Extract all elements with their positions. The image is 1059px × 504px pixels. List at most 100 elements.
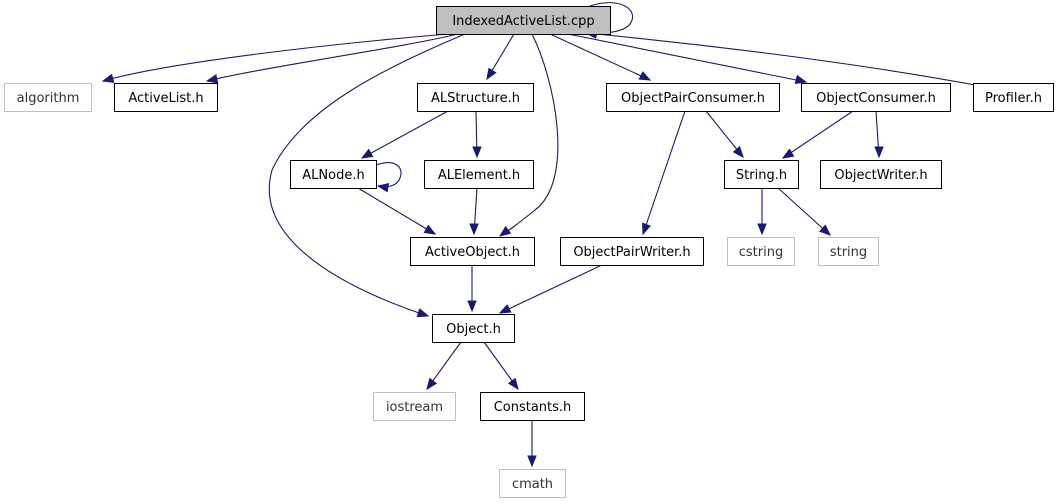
node-box <box>410 237 535 266</box>
edge-line <box>499 33 559 237</box>
node-label: ActiveObject.h <box>425 245 520 260</box>
node-label: ALElement.h <box>438 168 520 183</box>
edge-line <box>777 187 831 236</box>
node-algorithm: algorithm <box>4 83 92 112</box>
node-root[interactable]: IndexedActiveList.cpp <box>436 6 611 35</box>
node-label: algorithm <box>17 91 80 106</box>
edge-object-to-constants <box>483 341 519 391</box>
edge-line <box>206 33 459 82</box>
node-box <box>4 83 92 112</box>
edge-objectpairwriter-to-object <box>498 264 603 314</box>
edge-arrowhead <box>732 145 744 159</box>
node-box <box>436 6 611 35</box>
node-constants[interactable]: Constants.h <box>480 392 585 421</box>
edge-object-to-iostream <box>426 341 462 391</box>
nodes-layer: IndexedActiveList.cpp algorithm ActiveList… <box>4 6 1054 498</box>
edge-arrowhead <box>507 377 519 391</box>
edge-arrowhead <box>757 223 767 236</box>
edge-constants-to-cmath <box>527 420 537 468</box>
edge-line <box>549 33 651 81</box>
node-label: iostream <box>386 400 443 415</box>
edge-arrowhead <box>467 300 477 313</box>
node-box <box>727 237 795 266</box>
node-box <box>973 83 1054 112</box>
edge-arrowhead <box>874 146 884 159</box>
node-activelist[interactable]: ActiveList.h <box>114 83 218 112</box>
node-label: cmath <box>512 477 553 492</box>
node-box <box>290 160 377 189</box>
edges-layer <box>101 2 976 468</box>
node-label: ObjectPairWriter.h <box>573 245 690 260</box>
edge-arrowhead <box>472 146 482 159</box>
edge-arrowhead <box>527 455 537 468</box>
node-activeobject[interactable]: ActiveObject.h <box>410 237 535 266</box>
edge-root-to-object <box>268 33 466 318</box>
edge-arrowhead <box>486 67 497 81</box>
edge-string_h-to-string_std <box>777 187 831 236</box>
edge-root-to-alstructure <box>486 33 515 81</box>
node-label: ObjectPairConsumer.h <box>621 91 765 106</box>
edge-arrowhead <box>819 224 831 236</box>
edge-arrowhead <box>642 222 651 236</box>
node-alnode[interactable]: ALNode.h <box>290 160 377 189</box>
node-label: ALNode.h <box>302 168 364 183</box>
edge-activeobject-to-object <box>467 265 477 313</box>
edge-root-to-objectconsumer <box>567 33 808 85</box>
node-label: ObjectWriter.h <box>834 168 927 183</box>
edge-arrowhead <box>781 148 795 159</box>
edge-string_h-to-cstring <box>757 188 767 236</box>
node-box <box>432 314 515 343</box>
node-objectconsumer[interactable]: ObjectConsumer.h <box>801 83 951 112</box>
edge-root-to-algorithm <box>101 33 449 83</box>
edge-arrowhead <box>498 225 512 237</box>
edge-arrowhead <box>794 74 808 85</box>
edge-alstructure-to-alnode <box>360 110 449 159</box>
node-profiler[interactable]: Profiler.h <box>973 83 1054 112</box>
node-cstring: cstring <box>727 237 795 266</box>
node-alstructure[interactable]: ALStructure.h <box>417 83 534 112</box>
edge-line <box>642 110 686 235</box>
edge-root-to-activelist <box>205 33 459 84</box>
edge-arrowhead <box>376 183 390 193</box>
node-string-h[interactable]: String.h <box>724 160 799 189</box>
edge-arrowhead <box>360 148 374 159</box>
node-box <box>724 160 799 189</box>
edge-line <box>357 187 436 235</box>
node-alelement[interactable]: ALElement.h <box>424 160 534 189</box>
edge-root-to-activeobject <box>498 33 559 237</box>
edge-line <box>585 32 976 86</box>
node-label: Object.h <box>446 322 501 337</box>
node-box <box>424 160 534 189</box>
edge-line <box>102 33 449 82</box>
edge-root-to-objectpairconsumer <box>549 33 652 81</box>
node-box <box>499 469 566 498</box>
node-label: ALStructure.h <box>431 91 520 106</box>
edge-arrowhead <box>638 71 652 81</box>
node-label: ActiveList.h <box>128 91 203 106</box>
edge-line <box>375 162 402 188</box>
node-box <box>801 83 951 112</box>
edge-line <box>268 33 466 317</box>
node-objectpairconsumer[interactable]: ObjectPairConsumer.h <box>606 83 780 112</box>
edge-arrowhead <box>416 308 430 318</box>
node-box <box>818 237 879 266</box>
node-label: string <box>830 245 867 260</box>
node-iostream: iostream <box>373 392 456 421</box>
node-box <box>480 392 585 421</box>
node-object[interactable]: Object.h <box>432 314 515 343</box>
edge-alnode-to-alnode <box>375 162 402 193</box>
edge-arrowhead <box>498 304 512 314</box>
edge-line <box>567 33 807 83</box>
edge-line <box>499 264 603 314</box>
edge-objectpairconsumer-to-string_h <box>705 110 744 159</box>
edge-alstructure-to-alelement <box>472 110 482 159</box>
node-cmath: cmath <box>499 469 566 498</box>
node-label: Profiler.h <box>985 91 1042 106</box>
node-objectwriter[interactable]: ObjectWriter.h <box>820 160 942 189</box>
node-box <box>417 83 534 112</box>
node-label: cstring <box>739 245 783 260</box>
node-label: Constants.h <box>494 400 572 415</box>
node-box <box>606 83 780 112</box>
node-objectpairwriter[interactable]: ObjectPairWriter.h <box>560 237 704 266</box>
edge-arrowhead <box>205 74 219 84</box>
